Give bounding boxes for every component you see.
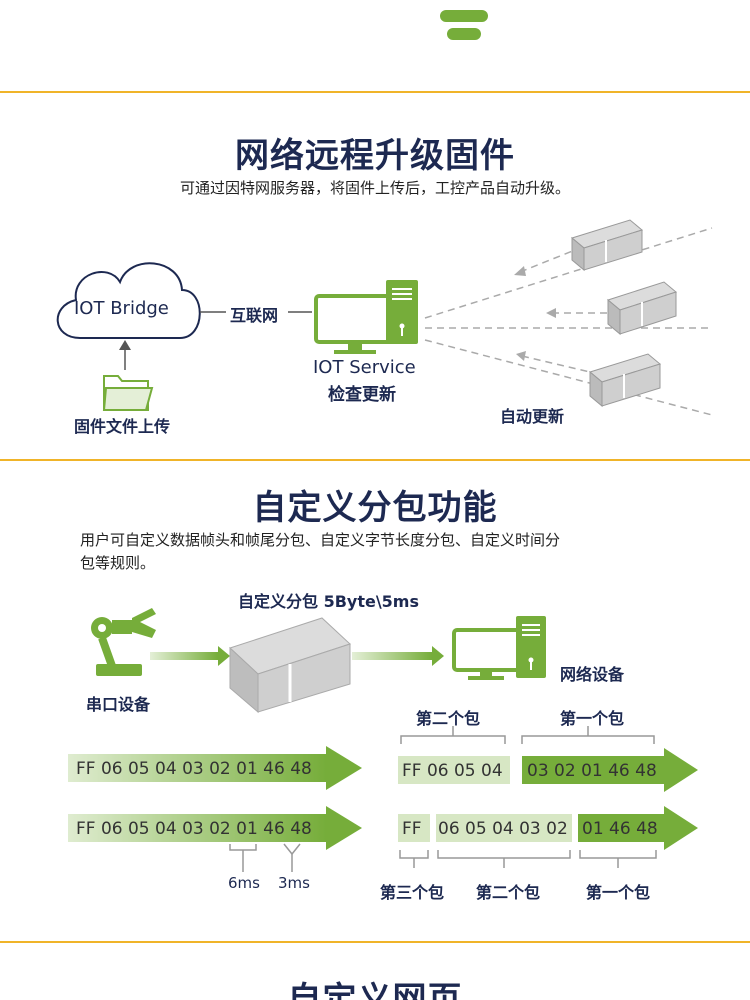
robot-arm-icon bbox=[91, 608, 156, 676]
device-icon-top bbox=[570, 219, 644, 272]
device-icon-middle bbox=[606, 281, 678, 336]
firmware-diagram bbox=[56, 219, 713, 416]
packet-rule-label: 自定义分包 5Byte\5ms bbox=[238, 592, 420, 611]
packet-diagram bbox=[68, 608, 698, 872]
serial-server-device-icon bbox=[229, 617, 351, 714]
gap-3ms-label: 3ms bbox=[278, 874, 310, 892]
firmware-upload-label: 固件文件上传 bbox=[74, 417, 171, 436]
section3-title: 自定义网页 bbox=[287, 980, 463, 1000]
network-device-label: 网络设备 bbox=[560, 665, 625, 684]
iot-bridge-label: IOT Bridge bbox=[74, 298, 169, 319]
divider-3 bbox=[0, 941, 750, 943]
iot-service-label: IOT Service bbox=[313, 357, 416, 378]
third-packet-label-bottom: 第三个包 bbox=[380, 883, 445, 902]
auto-update-label: 自动更新 bbox=[500, 407, 565, 426]
stream-row2: FF 06 05 04 03 02 01 46 48 bbox=[76, 819, 312, 839]
section2-subtitle-line1: 用户可自定义数据帧头和帧尾分包、自定义字节长度分包、自定义时间分 bbox=[80, 531, 561, 549]
second-packet-label-top: 第二个包 bbox=[416, 709, 481, 728]
first-packet-label-bottom: 第一个包 bbox=[586, 883, 651, 902]
row2-packet1: 01 46 48 bbox=[582, 819, 658, 839]
row2-packet2: 06 05 04 03 02 bbox=[438, 819, 568, 839]
cloud-icon bbox=[56, 262, 201, 339]
menu-icon[interactable] bbox=[440, 6, 488, 42]
device-icon-bottom bbox=[588, 353, 662, 408]
internet-label: 互联网 bbox=[230, 306, 279, 325]
serial-device-label: 串口设备 bbox=[86, 695, 151, 714]
divider-2 bbox=[0, 459, 750, 461]
server-icon bbox=[314, 280, 418, 354]
first-packet-label-top: 第一个包 bbox=[560, 709, 625, 728]
row1-packet1: 03 02 01 46 48 bbox=[527, 761, 657, 781]
row1-packet2: FF 06 05 04 bbox=[402, 761, 503, 781]
row2-packet3: FF bbox=[402, 819, 422, 839]
check-update-label: 检查更新 bbox=[328, 385, 396, 405]
gap-6ms-label: 6ms bbox=[228, 874, 260, 892]
divider-1 bbox=[0, 91, 750, 93]
stream-row1: FF 06 05 04 03 02 01 46 48 bbox=[76, 759, 312, 779]
section2-title: 自定义分包功能 bbox=[252, 488, 498, 528]
folder-icon bbox=[102, 375, 154, 411]
section1-title: 网络远程升级固件 bbox=[235, 136, 515, 176]
second-packet-label-bottom: 第二个包 bbox=[476, 883, 541, 902]
network-device-icon bbox=[452, 616, 546, 680]
section1-subtitle: 可通过因特网服务器，将固件上传后，工控产品自动升级。 bbox=[179, 179, 570, 197]
section2-subtitle-line2: 包等规则。 bbox=[80, 554, 156, 572]
